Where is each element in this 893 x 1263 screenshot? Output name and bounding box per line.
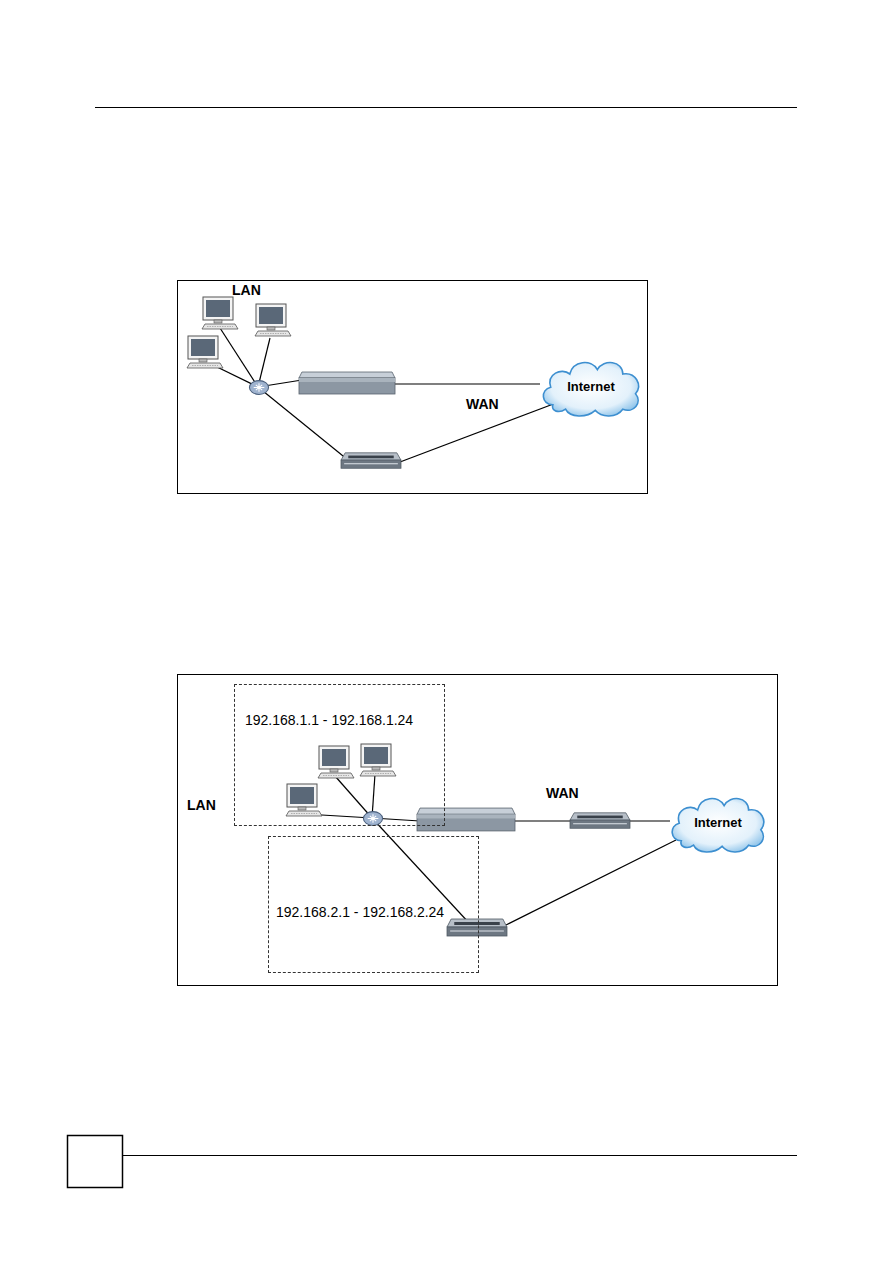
cloud-label: Internet [567,379,615,394]
computer-icon [187,336,223,368]
router-icon [249,381,268,395]
computer-icon [202,297,238,329]
computer-icon [286,784,322,816]
modem-icon [341,453,401,468]
computer-icon [360,744,396,776]
figure-frame [178,281,648,494]
footer-rule [67,1155,797,1156]
figure-frame [178,675,778,986]
internet-cloud: Internet [538,352,644,418]
ip-range-text: 192.168.1.1 - 192.168.1.24 [244,712,414,728]
internet-cloud: Internet [667,788,769,854]
network-label: WAN [466,396,499,412]
network-label: WAN [546,785,579,801]
cloud-label: Internet [694,815,742,830]
modem-icon [570,813,630,828]
router-icon [363,812,382,826]
network-label: LAN [232,282,261,298]
network-label: LAN [187,797,216,813]
network-wires [305,774,676,925]
page-number-box [68,1136,123,1188]
computer-icon [255,304,291,336]
network-wires [215,328,556,462]
subnet-range-box: 192.168.2.1 - 192.168.2.24 [268,836,479,973]
computer-icon [318,746,354,778]
wan-device-icon [417,808,515,831]
wan-device-icon [299,372,395,394]
header-rule [95,107,797,108]
subnet-range-box: 192.168.1.1 - 192.168.1.24 [234,684,445,826]
modem-icon [447,919,507,936]
ip-range-text: 192.168.2.1 - 192.168.2.24 [275,904,445,920]
